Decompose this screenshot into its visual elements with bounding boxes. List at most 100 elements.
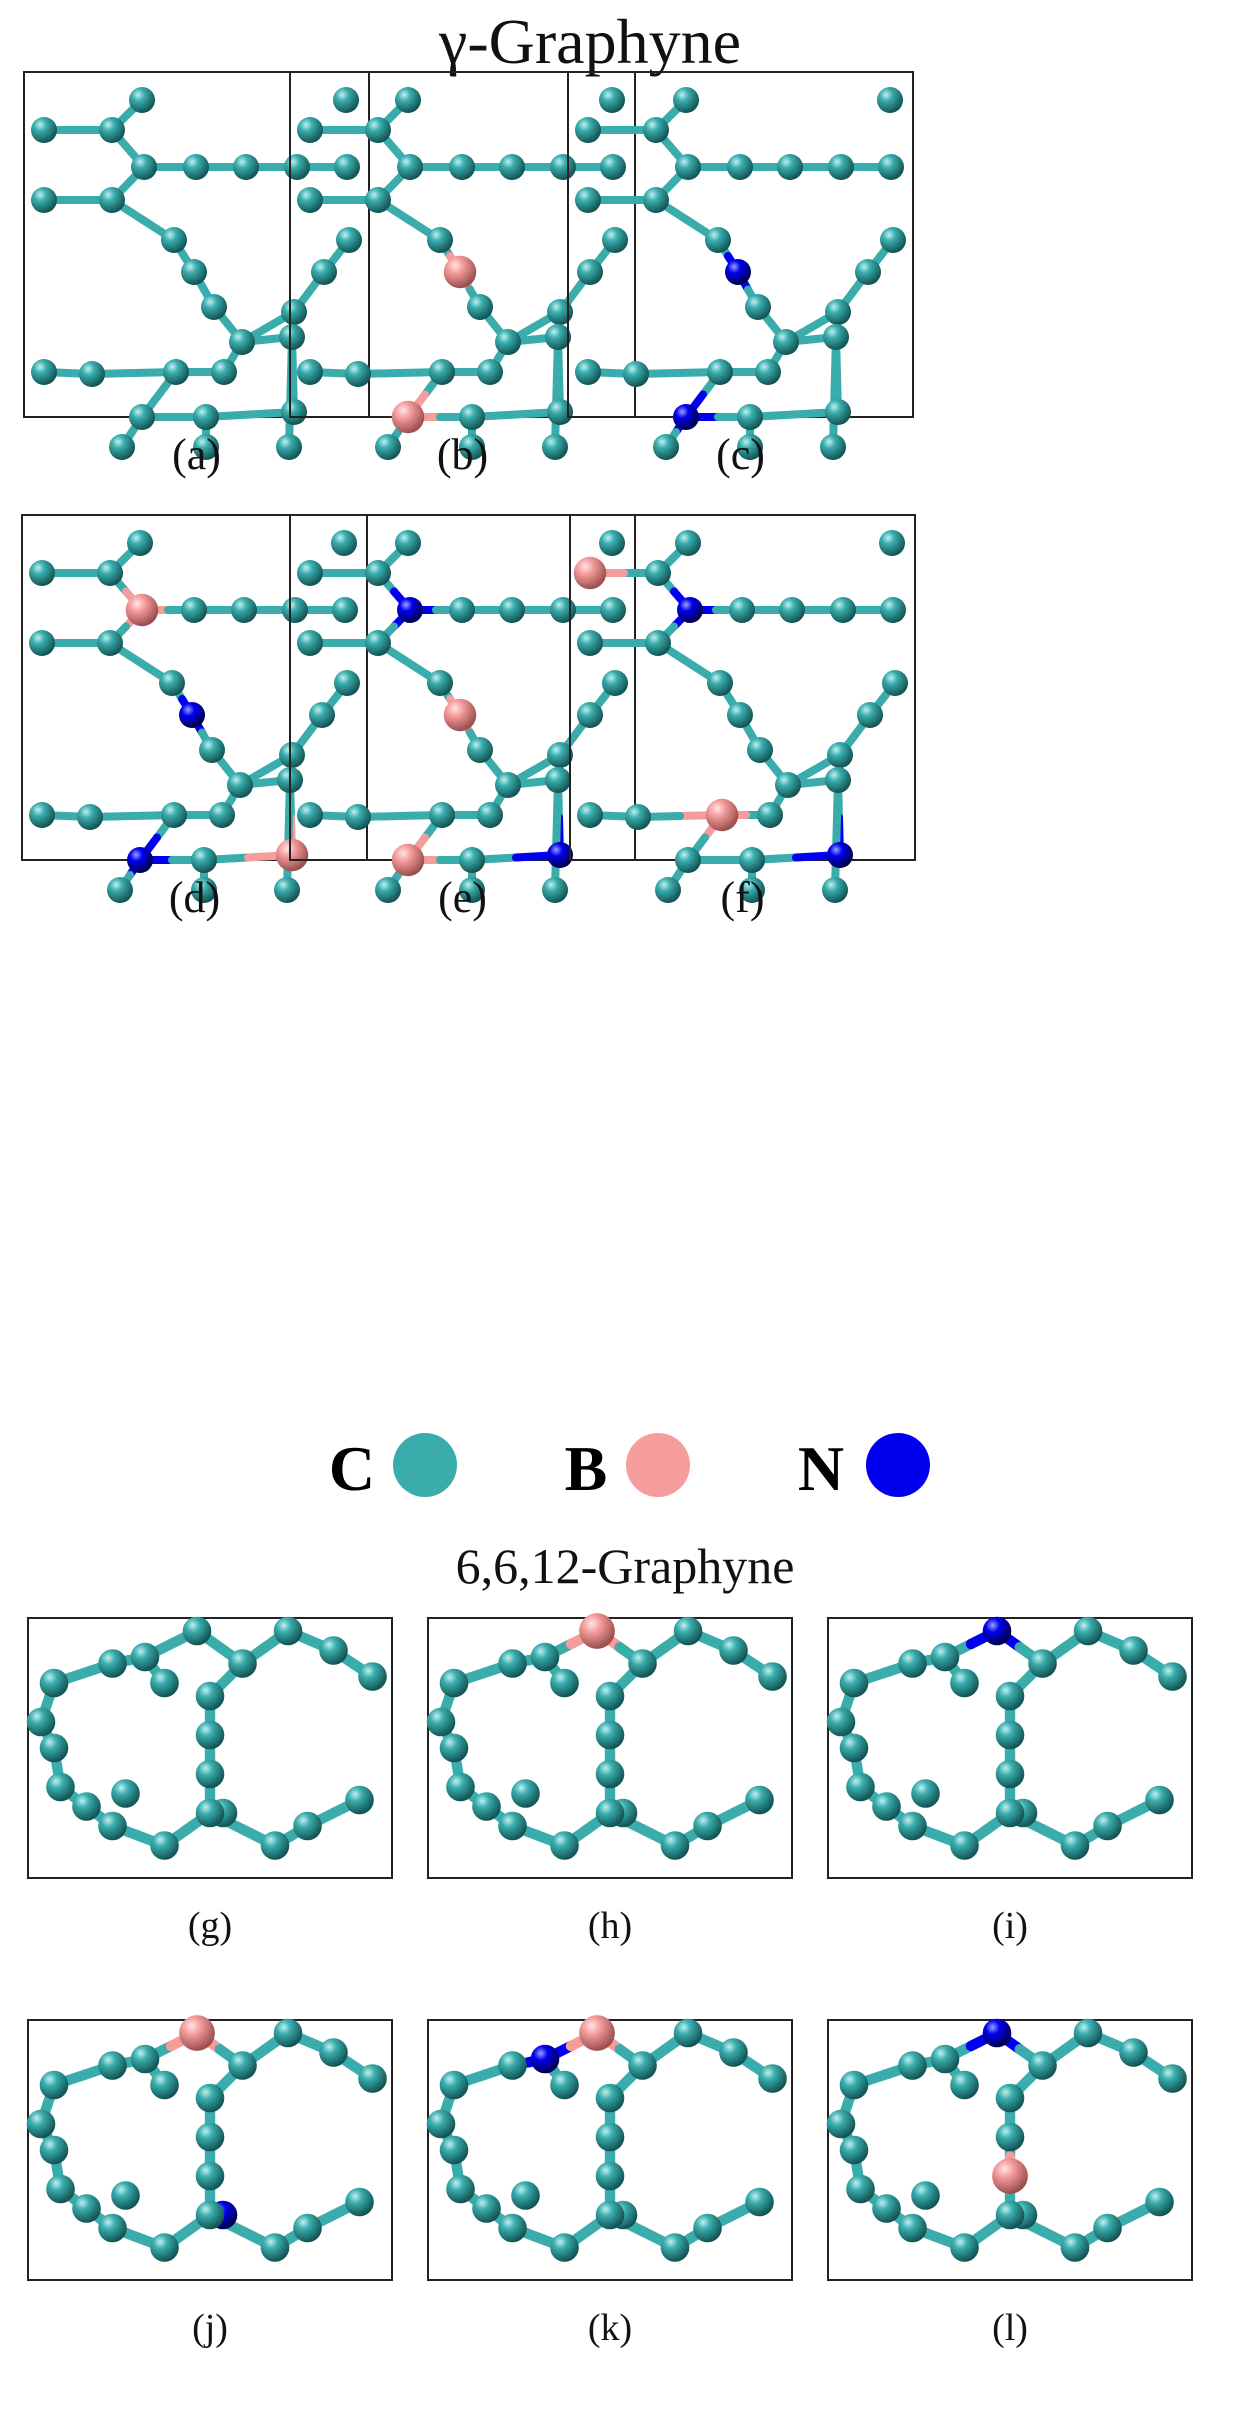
atom-c [595, 2122, 625, 2152]
atom-c [111, 2181, 140, 2210]
atom-c [228, 1649, 257, 1678]
atom-c [898, 1649, 927, 1678]
atom-c [426, 2109, 456, 2139]
atom-c [429, 802, 455, 828]
atom-c [181, 597, 207, 623]
atom-c [1158, 1662, 1187, 1691]
atom-c [600, 154, 626, 180]
atom-c [758, 2064, 787, 2093]
atom-c [547, 399, 573, 425]
atom-b [579, 1613, 615, 1649]
atom-c [898, 1811, 927, 1841]
atom-c [129, 87, 155, 113]
atom-c [826, 2109, 856, 2139]
atom-c [29, 560, 55, 586]
atom-c [77, 804, 103, 830]
atom-c [182, 1616, 212, 1646]
atom-c [745, 2187, 774, 2217]
panel-label: (g) [188, 1905, 232, 1947]
structure-panel: (d) [21, 514, 368, 922]
atom-c [1028, 2051, 1057, 2080]
atom-c [547, 742, 573, 768]
atom-c [229, 329, 255, 355]
unit-cell-frame [827, 1617, 1193, 1879]
atom-c [150, 1831, 179, 1860]
atom-c [449, 597, 475, 623]
atom-c [46, 1772, 75, 1802]
atom-c [995, 1681, 1025, 1711]
atom-c [911, 2181, 940, 2210]
atom-c [365, 117, 391, 143]
atom-c [397, 154, 423, 180]
atom-c [511, 1779, 540, 1808]
atom-c [1145, 1785, 1174, 1815]
atom-c [297, 117, 323, 143]
atom-c [839, 2135, 869, 2165]
atom-c [1119, 2038, 1148, 2067]
atom-c [628, 2051, 657, 2080]
atom-c [577, 802, 603, 828]
atom-c [365, 630, 391, 656]
panel-label: (d) [169, 873, 220, 922]
atom-c [653, 434, 679, 460]
atom-c [1060, 2233, 1090, 2262]
atom-c [995, 1720, 1025, 1750]
atom-c [201, 294, 227, 320]
atom-c [839, 2070, 869, 2100]
atom-c [345, 1785, 374, 1815]
atom-c [950, 1831, 979, 1860]
atom-c [857, 702, 883, 728]
atom-c [737, 404, 763, 430]
atom-c [46, 2174, 75, 2204]
atom-c [498, 2213, 527, 2243]
legend: C B N [329, 1433, 930, 1504]
atom-c [1093, 2213, 1122, 2243]
atom-c [163, 359, 189, 385]
atom-c [273, 1616, 303, 1646]
atom-c [995, 2122, 1025, 2152]
atom-c [673, 87, 699, 113]
atom-c [309, 702, 335, 728]
atom-c [161, 802, 187, 828]
structure-panel: (l) [826, 2018, 1193, 2349]
atom-b [992, 2158, 1028, 2194]
atom-c [181, 259, 207, 285]
atom-c [319, 2038, 348, 2067]
atom-c [820, 434, 846, 460]
atom-n [673, 404, 699, 430]
atom-c [995, 1759, 1025, 1789]
panel-label: (i) [992, 1905, 1028, 1947]
atom-c [297, 802, 323, 828]
atom-c [602, 670, 628, 696]
atom-c [495, 329, 521, 355]
atom-c [72, 2194, 101, 2223]
atom-c [595, 1681, 625, 1711]
atom-c [107, 877, 133, 903]
atom-c [729, 597, 755, 623]
atom-c [26, 1707, 56, 1737]
legend-label-c: C [329, 1433, 375, 1504]
atom-c [281, 399, 307, 425]
atom-c [334, 670, 360, 696]
unit-cell-frame [827, 2019, 1193, 2281]
structure-panel: (i) [826, 1616, 1193, 1947]
atom-c [575, 187, 601, 213]
atom-n [127, 847, 153, 873]
atom-c [879, 530, 905, 556]
graphyne-6612-panels: (g)(h)(i)(j)(k)(l) [26, 1613, 1193, 2349]
atom-c [880, 227, 906, 253]
atom-c [777, 154, 803, 180]
atom-n [982, 2018, 1012, 2048]
atom-c [755, 359, 781, 385]
atom-c [472, 1792, 501, 1821]
atom-c [195, 2083, 225, 2113]
atom-b [391, 843, 425, 877]
atom-c [550, 2233, 579, 2262]
atom-c [628, 1649, 657, 1678]
atom-c [758, 1662, 787, 1691]
atom-c [260, 1831, 290, 1860]
atom-c [446, 2174, 475, 2204]
atom-n [677, 597, 703, 623]
atom-c [336, 227, 362, 253]
